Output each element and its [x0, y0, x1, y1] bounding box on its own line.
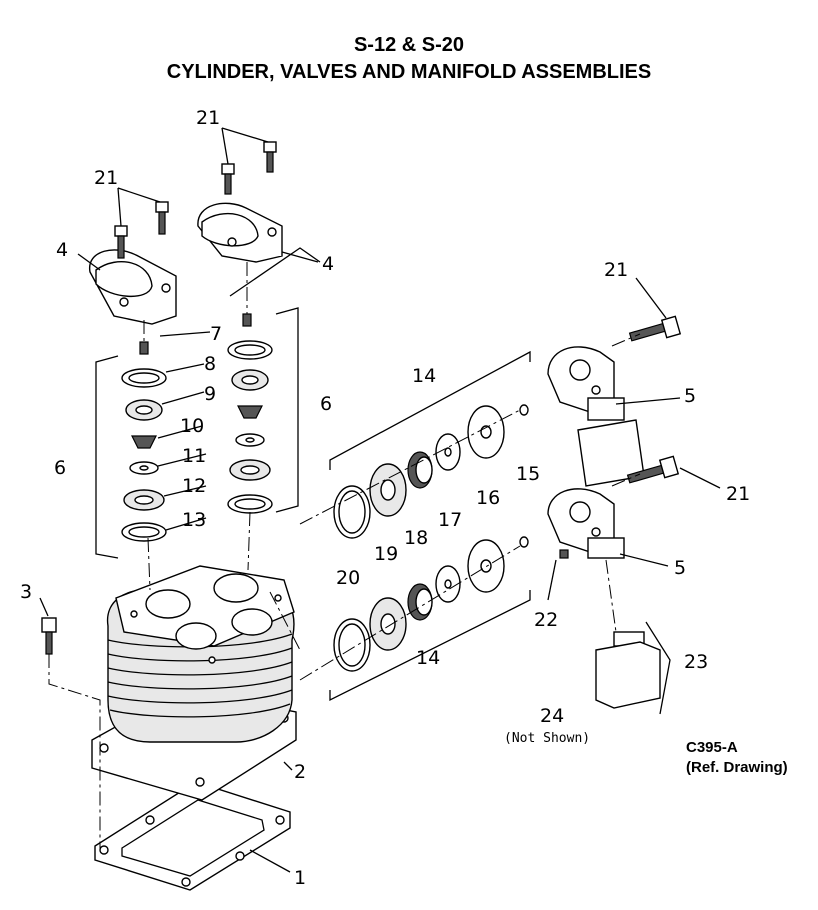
reference-note: (Ref. Drawing)	[686, 759, 788, 776]
callout-4-right: 4	[322, 253, 334, 275]
unloader-assembly-upper	[333, 404, 529, 539]
callout-3: 3	[20, 581, 32, 603]
manifold-lower	[547, 488, 625, 559]
capscrew-3	[41, 617, 57, 655]
bracket-23	[645, 621, 671, 715]
callout-16: 16	[476, 487, 500, 509]
callout-11: 11	[182, 445, 206, 467]
callout-1: 1	[294, 867, 306, 889]
callout-14-upper: 14	[412, 365, 436, 387]
callout-14-lower: 14	[416, 647, 440, 669]
callout-5-upper: 5	[684, 385, 696, 407]
callout-20: 20	[336, 567, 360, 589]
callout-21-top: 21	[196, 107, 220, 129]
valve-cap-left	[89, 249, 177, 325]
bracket-14-lower	[329, 590, 531, 702]
unloader-assembly-lower	[333, 536, 529, 672]
callout-21-manifold-lower: 21	[726, 483, 750, 505]
valve-stack-right	[227, 313, 273, 514]
bracket-14-upper	[329, 350, 531, 470]
callout-12: 12	[182, 475, 206, 497]
capscrews-21-manifold	[626, 315, 682, 484]
callout-17: 17	[438, 509, 462, 531]
bracket-6-right	[275, 307, 299, 513]
callout-24: 24	[540, 705, 564, 727]
diagram-title-model: S-12 & S-20	[353, 34, 465, 56]
capscrews-21-on-caps	[114, 141, 277, 259]
valve-stack-left	[121, 341, 167, 542]
callout-7: 7	[210, 323, 222, 345]
diagram-title-assembly: CYLINDER, VALVES AND MANIFOLD ASSEMBLIES	[166, 61, 652, 83]
callout-4-left: 4	[56, 239, 68, 261]
filter-23	[595, 631, 661, 709]
cylinder-body	[91, 565, 297, 801]
callout-13: 13	[182, 509, 206, 531]
callout-9: 9	[204, 383, 216, 405]
bracket-6-left	[95, 355, 119, 559]
callout-22: 22	[534, 609, 558, 631]
callout-24-note: (Not Shown)	[504, 731, 590, 746]
callout-18: 18	[404, 527, 428, 549]
drawing-number: C395-A	[686, 739, 738, 756]
callout-15: 15	[516, 463, 540, 485]
callout-5-lower: 5	[674, 557, 686, 579]
callout-8: 8	[204, 353, 216, 375]
cylinder-base-gasket	[94, 781, 291, 891]
leader-lines	[39, 127, 721, 873]
callout-10: 10	[180, 415, 204, 437]
callout-21-left: 21	[94, 167, 118, 189]
callout-6-right: 6	[320, 393, 332, 415]
manifold-upper	[547, 346, 645, 487]
callout-2: 2	[294, 761, 306, 783]
center-lines	[48, 262, 641, 850]
callout-21-manifold-upper: 21	[604, 259, 628, 281]
callout-6-left: 6	[54, 457, 66, 479]
valve-cap-right	[197, 202, 283, 263]
callout-19: 19	[374, 543, 398, 565]
pipe-plug-22	[559, 549, 569, 559]
callout-23: 23	[684, 651, 708, 673]
